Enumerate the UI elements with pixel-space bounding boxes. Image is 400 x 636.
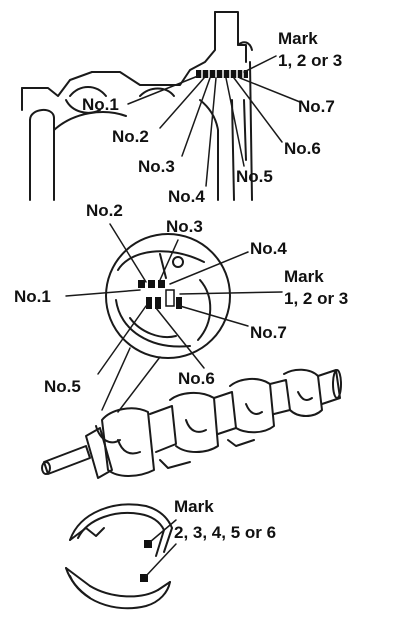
middle-leader-lines	[65, 223, 283, 413]
mid-label-no2: No.2	[86, 201, 123, 220]
block-mark-strip	[196, 70, 248, 78]
mid-label-no4: No.4	[250, 239, 287, 258]
mid-mark-title: Mark	[284, 267, 324, 286]
bottom-mark-title: Mark	[174, 497, 214, 516]
top-label-no5: No.5	[236, 167, 273, 186]
cylinder-block-drawing	[21, 11, 253, 201]
top-label-no2: No.2	[112, 127, 149, 146]
top-label-no6: No.6	[284, 139, 321, 158]
top-label-no3: No.3	[138, 157, 175, 176]
crankshaft-drawing	[41, 368, 342, 479]
magnified-crankshaft-view	[105, 233, 231, 359]
mid-label-no1: No.1	[14, 287, 51, 306]
top-mark-values: 1, 2 or 3	[278, 51, 342, 70]
top-mark-title: Mark	[278, 29, 318, 48]
shell-mark-rects	[140, 540, 152, 582]
top-label-no7: No.7	[298, 97, 335, 116]
mid-label-no5: No.5	[44, 377, 81, 396]
bearing-shells-drawing	[65, 503, 173, 610]
top-label-no4: No.4	[168, 187, 205, 206]
top-leader-lines	[127, 55, 301, 187]
mid-label-no3: No.3	[166, 217, 203, 236]
bottom-leader-lines	[145, 519, 177, 577]
bottom-mark-values: 2, 3, 4, 5 or 6	[174, 523, 276, 542]
crankshaft-mark-strips	[138, 280, 182, 309]
mid-label-no6: No.6	[178, 369, 215, 388]
mid-label-no7: No.7	[250, 323, 287, 342]
top-label-no1: No.1	[82, 95, 119, 114]
mid-mark-values: 1, 2 or 3	[284, 289, 348, 308]
